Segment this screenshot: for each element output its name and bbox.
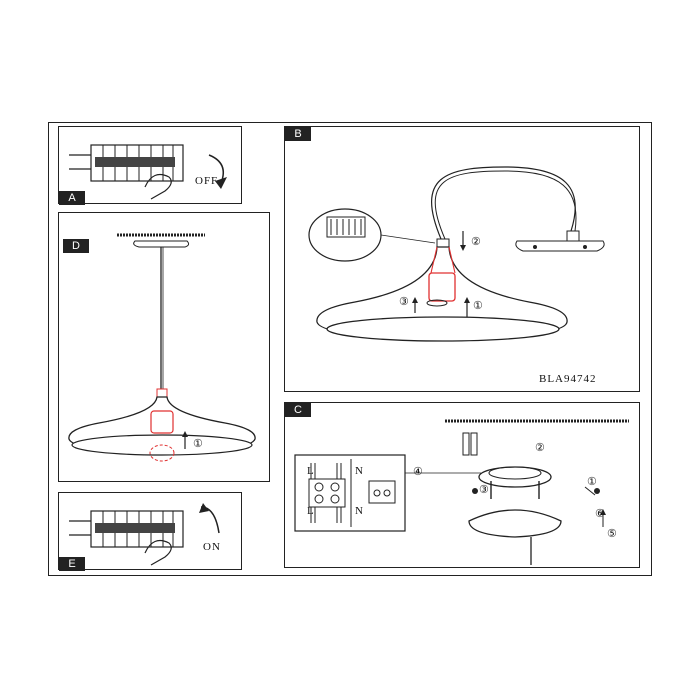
hand-icon — [144, 174, 172, 200]
panel-a-label: A — [59, 191, 85, 205]
step-6-marker: ⑥ — [595, 508, 606, 520]
panel-d: D ① — [58, 212, 270, 482]
lamp-shade — [316, 238, 568, 342]
panel-c: C ④ ② ③ ① ⑥ ⑤ L N L N — [284, 402, 640, 568]
instruction-sheet-frame — [48, 122, 652, 576]
hanging-lamp-illustration — [68, 233, 256, 462]
breaker-block — [90, 144, 184, 182]
panel-d-label: D — [63, 239, 89, 253]
hand-icon — [144, 540, 172, 566]
breaker-on-illustration — [69, 503, 220, 566]
step-1-marker: ① — [193, 438, 204, 450]
breaker-block — [90, 510, 184, 548]
step-2-marker: ② — [471, 236, 482, 248]
terminal-label-l-top: L — [307, 465, 315, 477]
step-5-marker: ⑤ — [607, 528, 618, 540]
socket-highlight — [150, 410, 174, 434]
step-3-marker: ③ — [399, 296, 410, 308]
model-code: BLA94742 — [539, 373, 597, 385]
terminal-label-n-bottom: N — [355, 505, 364, 517]
panel-a: OFF A — [58, 126, 242, 205]
step-2-marker: ② — [535, 442, 546, 454]
panel-e-label: E — [59, 557, 85, 571]
step-4-marker: ④ — [413, 466, 424, 478]
step-3-marker: ③ — [479, 484, 490, 496]
terminal-mounting-illustration — [294, 419, 629, 565]
canopy — [515, 230, 605, 252]
off-caption: OFF — [195, 175, 219, 187]
detail-callout — [308, 208, 436, 262]
cable — [431, 166, 576, 240]
terminal-label-n-top: N — [355, 465, 364, 477]
panel-b-label: B — [285, 127, 311, 141]
pendant-assembly-illustration — [308, 166, 605, 342]
on-caption: ON — [203, 541, 221, 553]
panel-c-label: C — [285, 403, 311, 417]
panel-b: B ② ③ — [284, 126, 640, 392]
panel-e: ON E — [58, 492, 242, 571]
step-1-marker: ① — [587, 476, 598, 488]
canopy — [468, 509, 562, 538]
breaker-off-illustration — [69, 144, 227, 200]
terminal-label-l-bottom: L — [307, 505, 315, 517]
socket-highlight — [428, 272, 456, 302]
step-1-marker: ① — [473, 300, 484, 312]
